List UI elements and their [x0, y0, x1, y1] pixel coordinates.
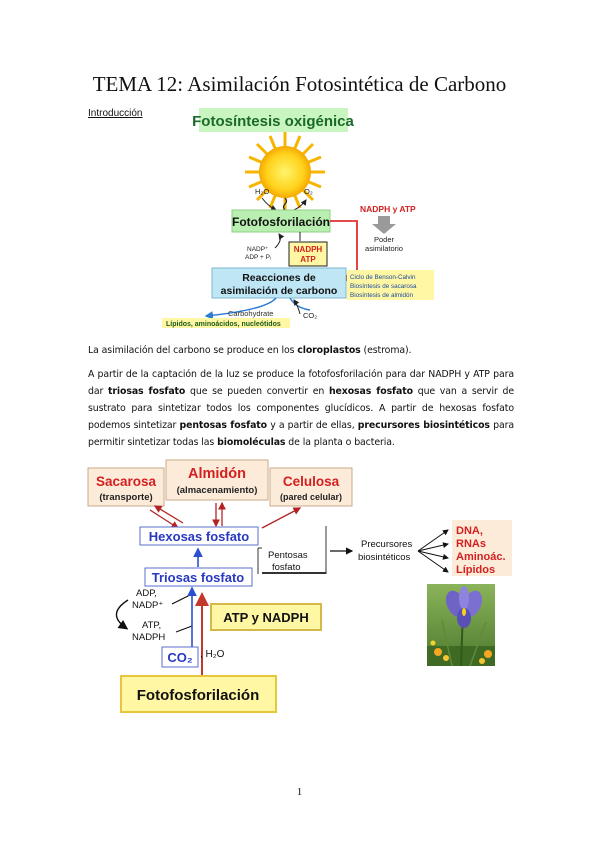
paragraph-1: La asimilación del carbono se produce en…: [88, 345, 412, 356]
page-number: 1: [296, 786, 303, 798]
fig1-poder-2: asimilatorio: [365, 244, 403, 253]
blue-curve-left: [204, 297, 277, 320]
blue-curve-right: [289, 297, 311, 311]
fig1-co2: CO₂: [303, 311, 317, 320]
fig1-poder-1: Poder: [374, 235, 395, 244]
fig1-lipidos-box: [162, 318, 290, 328]
fig1-lipidos: Lípidos, aminoácidos, nucleótidos: [166, 321, 281, 328]
fig1-nadph-atp-label: NADPH y ATP: [360, 204, 416, 214]
fig1-ciclo-1: Ciclo de Benson-Calvin: [350, 274, 416, 281]
fig1-nadph-box-2: ATP: [300, 255, 316, 264]
fig1-header-box: [199, 108, 348, 132]
fig1-nadp-1: NADP⁺: [247, 246, 269, 253]
arrow-co2: [293, 299, 301, 315]
fig1-reac-2: asimilación de carbono: [221, 285, 338, 297]
section-label: Introducción: [88, 108, 143, 119]
sun-icon: [245, 132, 325, 212]
fig1-nadph-box-1: NADPH: [294, 245, 323, 254]
poder-arrow-icon: [372, 216, 396, 234]
arrow-nadp: [274, 233, 285, 249]
fig1-h2o: H₂O: [255, 187, 269, 196]
arrow-h2o: [261, 197, 277, 211]
fig1-fotofos: Fotofosforilación: [232, 215, 330, 229]
fig1-o2: O₂: [304, 187, 313, 196]
fig1-header: Fotosíntesis oxigénica: [192, 113, 354, 130]
fig1-reacciones-box: [211, 267, 347, 299]
paragraph-2: A partir de la captación de la luz se pr…: [88, 369, 514, 448]
fig1-carbo: Carbohydrate: [228, 309, 273, 318]
fig1-nadp-2: ADP + Pᵢ: [245, 254, 271, 261]
arrow-o2: [293, 199, 307, 211]
fig1-reac-1: Reacciones de: [242, 272, 316, 284]
fig1-ciclo-box: [347, 270, 434, 300]
fig1-nadph-box: [288, 241, 328, 267]
fig1-ciclo-2: Biosíntesis de sacarosa: [350, 283, 417, 290]
fig1-ciclo-3: Biosíntesis de almidón: [350, 292, 414, 299]
page-title: TEMA 12: Asimilación Fotosintética de Ca…: [92, 72, 507, 96]
